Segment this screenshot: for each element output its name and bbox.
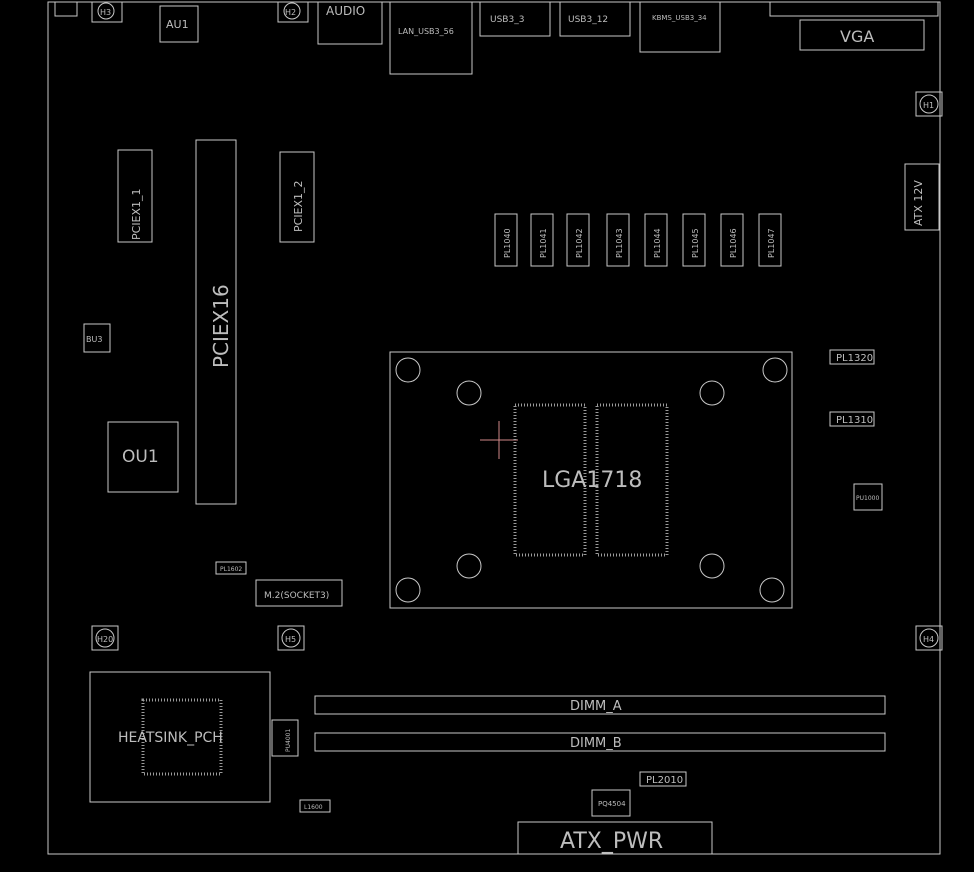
bu3-label: BU3	[86, 335, 102, 344]
cpu-socket: LGA1718	[389, 351, 793, 609]
svg-text:PL1310: PL1310	[836, 415, 873, 426]
pu1000	[853, 483, 883, 511]
svg-text:H2: H2	[285, 8, 296, 17]
svg-text:PCIEX1_1: PCIEX1_1	[130, 188, 143, 240]
ou1-label: OU1	[122, 447, 159, 467]
svg-text:PL1045: PL1045	[691, 228, 700, 258]
audio-label: AUDIO	[326, 4, 365, 18]
top-io-row: H3 AU1 AUDIO LAN_USB3_56 USB3_3 USB3_12 …	[54, 1, 939, 75]
board-outline	[47, 1, 941, 855]
kb-label: KBMS_USB3_34	[652, 14, 707, 22]
svg-text:PL1042: PL1042	[575, 228, 584, 258]
au1-chip	[159, 5, 199, 43]
svg-text:PL2010: PL2010	[646, 775, 683, 786]
svg-text:PQ4504: PQ4504	[598, 800, 626, 808]
au1-label: AU1	[166, 18, 189, 31]
svg-text:PCIEX1_2: PCIEX1_2	[292, 180, 305, 232]
atx-power-connector	[517, 821, 713, 855]
svg-text:DIMM_A: DIMM_A	[570, 699, 622, 714]
svg-text:H4: H4	[923, 635, 934, 644]
ou1-chip	[107, 421, 179, 493]
dimm-slot-b: DIMM_B	[314, 732, 886, 752]
pl1310	[829, 411, 875, 427]
svg-text:PL1320: PL1320	[836, 353, 873, 364]
mount-holes: H1 H4 H5 H20 H2	[91, 8, 943, 651]
usb-2-label: USB3_12	[568, 15, 608, 25]
svg-text:DIMM_B: DIMM_B	[570, 736, 622, 751]
svg-text:ATX 12V: ATX 12V	[912, 180, 925, 226]
usb-1-label: USB3_3	[490, 15, 524, 25]
pl1320	[829, 349, 875, 365]
kb-connector	[639, 1, 721, 53]
svg-text:H1: H1	[923, 101, 934, 110]
svg-text:PL1043: PL1043	[615, 228, 624, 258]
dimm-slot-a: DIMM_A	[314, 695, 886, 715]
pch-heatsink: HEATSINK_PCH PU4001	[89, 671, 299, 803]
bu3-chip	[83, 323, 111, 353]
pq4504	[591, 789, 631, 817]
svg-text:PCIEX16: PCIEX16	[209, 284, 233, 368]
svg-text:ATX_PWR: ATX_PWR	[560, 829, 663, 854]
svg-text:PL1040: PL1040	[503, 228, 512, 258]
svg-text:PL1047: PL1047	[767, 228, 776, 258]
svg-text:PU4001: PU4001	[285, 729, 292, 752]
lan-label: LAN_USB3_56	[398, 27, 454, 36]
svg-text:PU1000: PU1000	[856, 495, 879, 502]
pcie-x16-slot: PCIEX16	[195, 139, 237, 505]
atx12v-connector	[904, 163, 940, 231]
vga-label: VGA	[840, 27, 874, 46]
svg-text:PL1046: PL1046	[729, 228, 738, 258]
usb-connector-2	[559, 1, 631, 37]
pcie-x1-slot-b: PCIEX1_2	[279, 151, 315, 243]
svg-text:PL1041: PL1041	[539, 228, 548, 258]
usb-connector-1	[479, 1, 551, 37]
svg-text:PL1602: PL1602	[220, 566, 242, 573]
svg-text:H20: H20	[97, 635, 113, 644]
svg-text:HEATSINK_PCH: HEATSINK_PCH	[118, 730, 223, 746]
hole-h3-label: H3	[100, 8, 111, 17]
m2-slot	[255, 579, 343, 607]
m2-label: M.2(SOCKET3)	[264, 591, 329, 601]
audio-connector	[317, 1, 383, 45]
svg-text:H5: H5	[285, 635, 296, 644]
lan-connector	[389, 1, 473, 75]
vga-connector	[799, 19, 925, 51]
socket-label: LGA1718	[542, 468, 642, 493]
svg-text:PL1044: PL1044	[653, 228, 662, 258]
pcie-x1-slot-a: PCIEX1_1	[117, 149, 153, 243]
svg-text:L1600: L1600	[304, 804, 323, 811]
vrm-inductors: PL1040 PL1041 PL1042 PL1043 PL1044 PL104…	[494, 213, 782, 267]
pl2010	[639, 771, 687, 787]
